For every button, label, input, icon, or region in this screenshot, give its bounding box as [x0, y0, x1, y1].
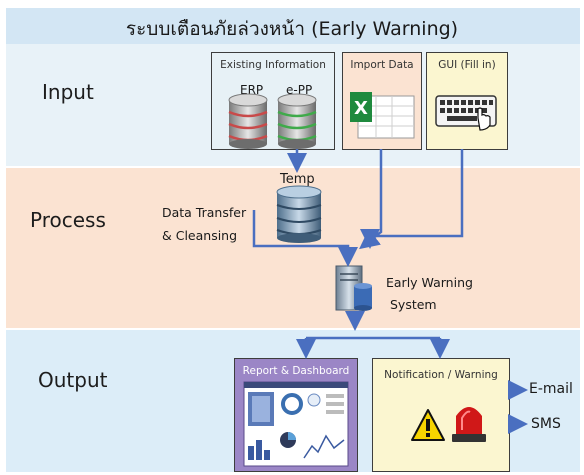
temp-database-icon [276, 185, 322, 243]
data-transfer-label: Data Transfer [162, 205, 247, 220]
excel-icon: X [350, 92, 415, 139]
server-icon [335, 265, 372, 311]
page-title: ระบบเตือนภัยล่วงหน้า (Early Warning) [125, 18, 459, 40]
existing-information-label: Existing Information [220, 59, 326, 71]
keyboard-icon [435, 95, 497, 131]
arrow-gui-to-ews [360, 149, 464, 249]
dashboard-icon [243, 381, 349, 467]
import-data-label: Import Data [350, 59, 414, 71]
sms-label: SMS [531, 416, 561, 432]
warning-icon [411, 409, 445, 441]
notification-label: Notification / Warning [384, 369, 498, 381]
epp-label: e-PP [286, 83, 313, 97]
notification-box: Notification / Warning [372, 358, 510, 472]
email-label: E-mail [529, 381, 573, 397]
stage-process-label: Process [30, 208, 106, 232]
cleansing-label: & Cleansing [162, 228, 238, 243]
arrow-import-to-ews [359, 149, 383, 250]
siren-icon [452, 407, 486, 442]
report-dashboard-label: Report & Dashboard [242, 365, 350, 377]
stage-input-label: Input [42, 80, 94, 104]
ews-label-line1: Early Warning [386, 275, 473, 290]
title-band [6, 8, 580, 44]
stage-output-label: Output [38, 368, 108, 392]
temp-label: Temp [280, 172, 315, 187]
ews-label-line2: System [390, 297, 437, 312]
erp-label: ERP [240, 83, 264, 97]
erp-database-icon [228, 93, 268, 149]
svg-text:X: X [354, 98, 368, 119]
gui-label: GUI (Fill in) [438, 59, 496, 71]
epp-database-icon [277, 93, 317, 149]
arrow-temp-to-ews [252, 210, 358, 267]
